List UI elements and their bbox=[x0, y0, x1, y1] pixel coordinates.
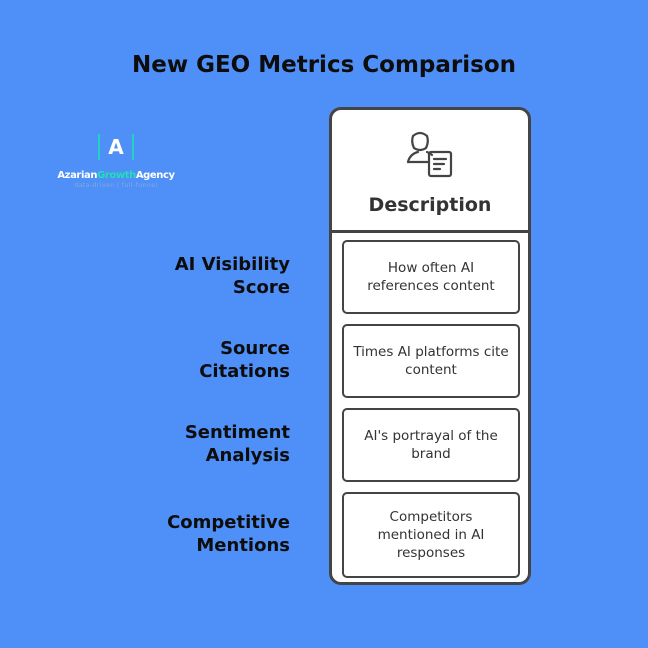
logo-name-3: Agency bbox=[135, 170, 175, 181]
description-box: Times AI platforms cite content bbox=[342, 324, 520, 398]
description-box: AI's portrayal of the brand bbox=[342, 408, 520, 482]
description-box: How often AI references content bbox=[342, 240, 520, 314]
logo-mark: A bbox=[98, 134, 134, 160]
column-header: Description bbox=[332, 110, 528, 233]
column-header-label: Description bbox=[368, 194, 492, 216]
agency-logo: A AzarianGrowthAgency data-driven | full… bbox=[54, 134, 178, 189]
logo-name-2: Growth bbox=[97, 170, 136, 181]
logo-name-1: Azarian bbox=[57, 170, 98, 181]
person-document-icon bbox=[406, 131, 453, 178]
description-column: Description How often AI references cont… bbox=[329, 107, 531, 585]
logo-name: AzarianGrowthAgency bbox=[54, 170, 178, 181]
description-box: Competitors mentioned in AI responses bbox=[342, 492, 520, 578]
page-title: New GEO Metrics Comparison bbox=[131, 52, 516, 78]
logo-tagline: data-driven | full-funnel bbox=[74, 182, 158, 189]
